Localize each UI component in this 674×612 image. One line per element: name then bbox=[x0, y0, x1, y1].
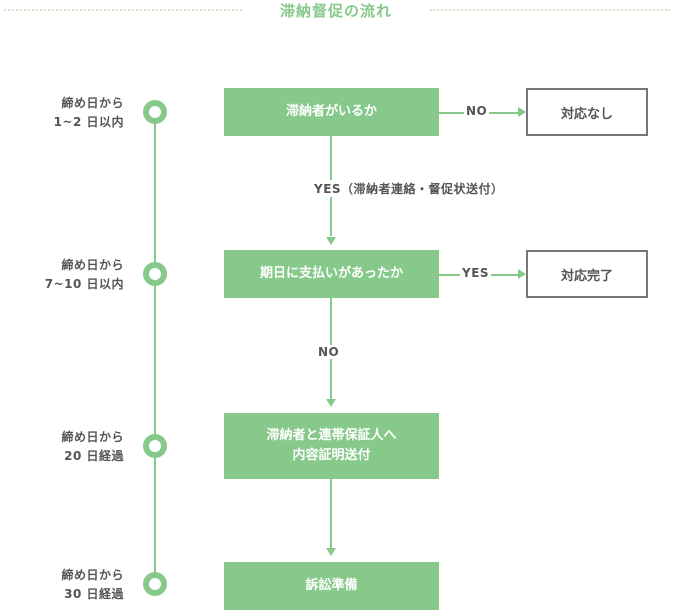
timeline-label-2-line1: 締め日から bbox=[61, 258, 124, 272]
edge-label-step1-no: NO bbox=[464, 104, 490, 118]
step-box-2: 期日に支払いがあったか bbox=[224, 250, 439, 298]
timeline-dot-3 bbox=[143, 434, 167, 458]
title-dotted-rule-left bbox=[4, 9, 242, 11]
outcome-box-2: 対応完了 bbox=[526, 250, 648, 298]
timeline-label-4-line1: 締め日から bbox=[61, 568, 124, 582]
outcome-box-2-text: 対応完了 bbox=[560, 268, 613, 284]
timeline-label-3: 締め日から 20 日経過 bbox=[20, 428, 124, 466]
timeline-line bbox=[154, 112, 156, 582]
step-box-4: 訴訟準備 bbox=[224, 562, 439, 610]
step-box-1: 滞納者がいるか bbox=[224, 88, 439, 136]
step-box-1-text: 滞納者がいるか bbox=[285, 104, 377, 119]
timeline-label-1-line2: 1~2 日以内 bbox=[53, 115, 124, 129]
timeline-label-1-line1: 締め日から bbox=[61, 96, 124, 110]
timeline-label-3-line2: 20 日経過 bbox=[64, 449, 124, 463]
step-box-3: 滞納者と連帯保証人へ 内容証明送付 bbox=[224, 413, 439, 479]
title-dotted-rule-right bbox=[430, 9, 670, 11]
arrow-down-icon bbox=[326, 548, 336, 556]
edge-label-step2-yes: YES bbox=[460, 266, 492, 280]
step-box-4-text: 訴訟準備 bbox=[305, 578, 358, 593]
timeline-dot-4 bbox=[143, 572, 167, 596]
outcome-box-1: 対応なし bbox=[526, 88, 648, 136]
arrow-down-icon bbox=[326, 399, 336, 407]
connector-step3-step4 bbox=[330, 479, 332, 548]
timeline-label-3-line1: 締め日から bbox=[61, 430, 124, 444]
timeline-label-1: 締め日から 1~2 日以内 bbox=[20, 94, 124, 132]
arrow-right-icon bbox=[518, 269, 526, 279]
timeline-dot-1 bbox=[143, 100, 167, 124]
outcome-box-1-text: 対応なし bbox=[560, 106, 613, 122]
timeline-label-2-line2: 7~10 日以内 bbox=[44, 277, 124, 291]
title-text: 滞納督促の流れ bbox=[279, 2, 392, 20]
timeline-label-2: 締め日から 7~10 日以内 bbox=[20, 256, 124, 294]
step-box-3-line2: 内容証明送付 bbox=[292, 448, 371, 463]
timeline-label-4-line2: 30 日経過 bbox=[64, 587, 124, 601]
edge-label-step2-no: NO bbox=[318, 345, 340, 359]
edge-label-step1-yes: YES（滞納者連絡・督促状送付） bbox=[314, 180, 504, 197]
diagram-title: 滞納督促の流れ bbox=[0, 0, 674, 22]
arrow-right-icon bbox=[518, 107, 526, 117]
timeline-label-4: 締め日から 30 日経過 bbox=[20, 566, 124, 604]
step-box-2-text: 期日に支払いがあったか bbox=[259, 266, 403, 281]
step-box-3-line1: 滞納者と連帯保証人へ bbox=[266, 428, 397, 443]
timeline-dot-2 bbox=[143, 262, 167, 286]
arrow-down-icon bbox=[326, 237, 336, 245]
